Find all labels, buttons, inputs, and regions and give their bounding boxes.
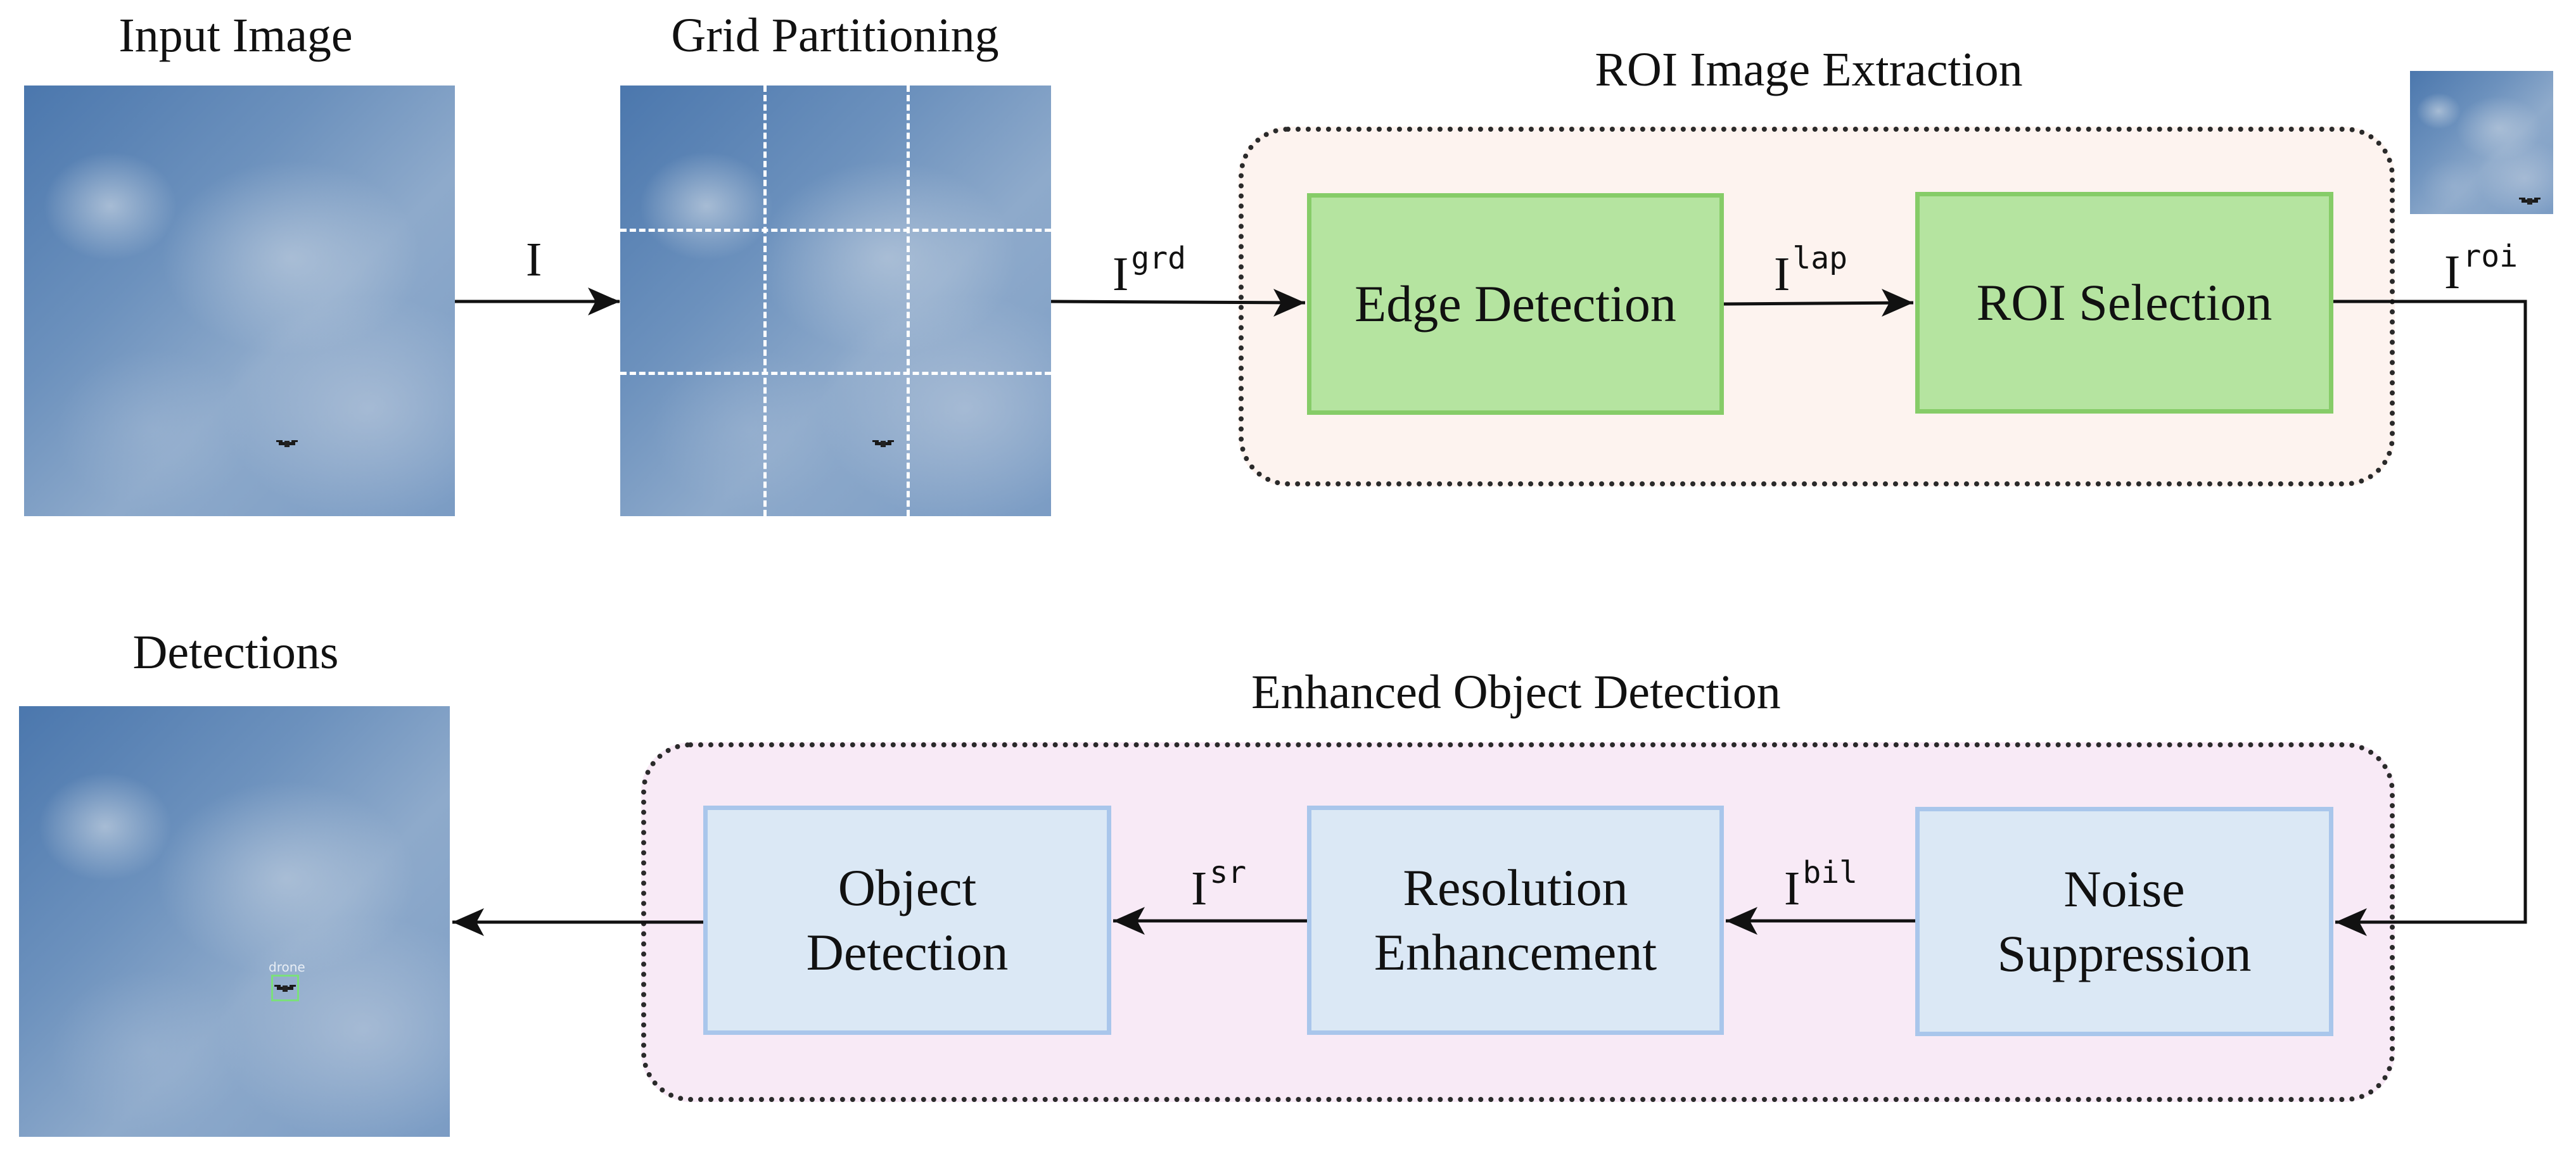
signal-roi-label: Iroi bbox=[2444, 241, 2518, 299]
signal-input-base: I bbox=[526, 233, 542, 286]
drone-icon bbox=[274, 985, 296, 992]
arrow-edge-to-roi bbox=[1723, 301, 1914, 306]
drone-icon bbox=[872, 440, 894, 447]
grid-line bbox=[620, 229, 1051, 232]
resolution-enhancement-line1: Resolution bbox=[1403, 858, 1628, 916]
signal-bilateral-base: I bbox=[1784, 862, 1801, 915]
signal-superres-label: Isr bbox=[1191, 858, 1246, 915]
resolution-enhancement-line2: Enhancement bbox=[1374, 923, 1657, 981]
arrow-roi-to-noise bbox=[2333, 300, 2527, 924]
detections-title: Detections bbox=[132, 626, 339, 679]
roi-crop-image bbox=[2410, 71, 2553, 214]
arrowhead bbox=[588, 288, 620, 315]
signal-laplace-label: Ilap bbox=[1774, 243, 1847, 301]
arrowhead bbox=[1113, 907, 1145, 935]
roi-selection-label: ROI Selection bbox=[1976, 273, 2273, 331]
grid-partitioning-title: Grid Partitioning bbox=[671, 9, 999, 62]
signal-bilateral-label: Ibil bbox=[1784, 858, 1858, 915]
roi-extraction-title: ROI Image Extraction bbox=[1595, 43, 2023, 96]
signal-superres-sup: sr bbox=[1209, 855, 1247, 890]
signal-roi-base: I bbox=[2444, 246, 2461, 299]
signal-superres-base: I bbox=[1191, 862, 1208, 915]
object-detection-line2: Detection bbox=[806, 923, 1009, 981]
signal-laplace-sup: lap bbox=[1792, 241, 1848, 276]
noise-suppression-block: Noise Suppression bbox=[1915, 807, 2333, 1036]
input-image bbox=[24, 86, 455, 516]
signal-grid-sup: grd bbox=[1131, 241, 1187, 276]
grid-line bbox=[907, 86, 910, 516]
drone-icon bbox=[2519, 198, 2541, 205]
detection-box bbox=[271, 975, 299, 1001]
edge-detection-label: Edge Detection bbox=[1355, 274, 1676, 332]
object-detection-line1: Object bbox=[838, 858, 977, 916]
arrowhead bbox=[2335, 908, 2367, 936]
detections-image: drone bbox=[19, 706, 450, 1137]
drone-icon bbox=[276, 440, 298, 447]
signal-grid-label: Igrd bbox=[1113, 243, 1186, 301]
grid-line bbox=[620, 372, 1051, 375]
noise-suppression-line2: Suppression bbox=[1997, 925, 2252, 982]
object-detection-block: Object Detection bbox=[703, 806, 1111, 1035]
roi-selection-block: ROI Selection bbox=[1915, 192, 2333, 414]
signal-laplace-base: I bbox=[1774, 248, 1790, 301]
grid-partitioned-image bbox=[620, 86, 1051, 516]
signal-input-label: I bbox=[526, 236, 544, 284]
signal-roi-sup: roi bbox=[2463, 239, 2518, 274]
grid-line bbox=[763, 86, 767, 516]
enhanced-detection-title: Enhanced Object Detection bbox=[1251, 666, 1781, 719]
arrowhead bbox=[1273, 289, 1305, 317]
arrowhead bbox=[1726, 907, 1757, 935]
resolution-enhancement-block: Resolution Enhancement bbox=[1307, 806, 1724, 1035]
arrowhead bbox=[452, 908, 484, 936]
detection-label: drone bbox=[269, 960, 305, 975]
signal-grid-base: I bbox=[1113, 248, 1129, 301]
edge-detection-block: Edge Detection bbox=[1307, 193, 1724, 415]
input-image-title: Input Image bbox=[118, 9, 353, 62]
arrow-grid-to-edge bbox=[1050, 300, 1306, 305]
noise-suppression-line1: Noise bbox=[2063, 859, 2185, 918]
signal-bilateral-sup: bil bbox=[1802, 855, 1858, 890]
arrowhead bbox=[1882, 289, 1913, 317]
